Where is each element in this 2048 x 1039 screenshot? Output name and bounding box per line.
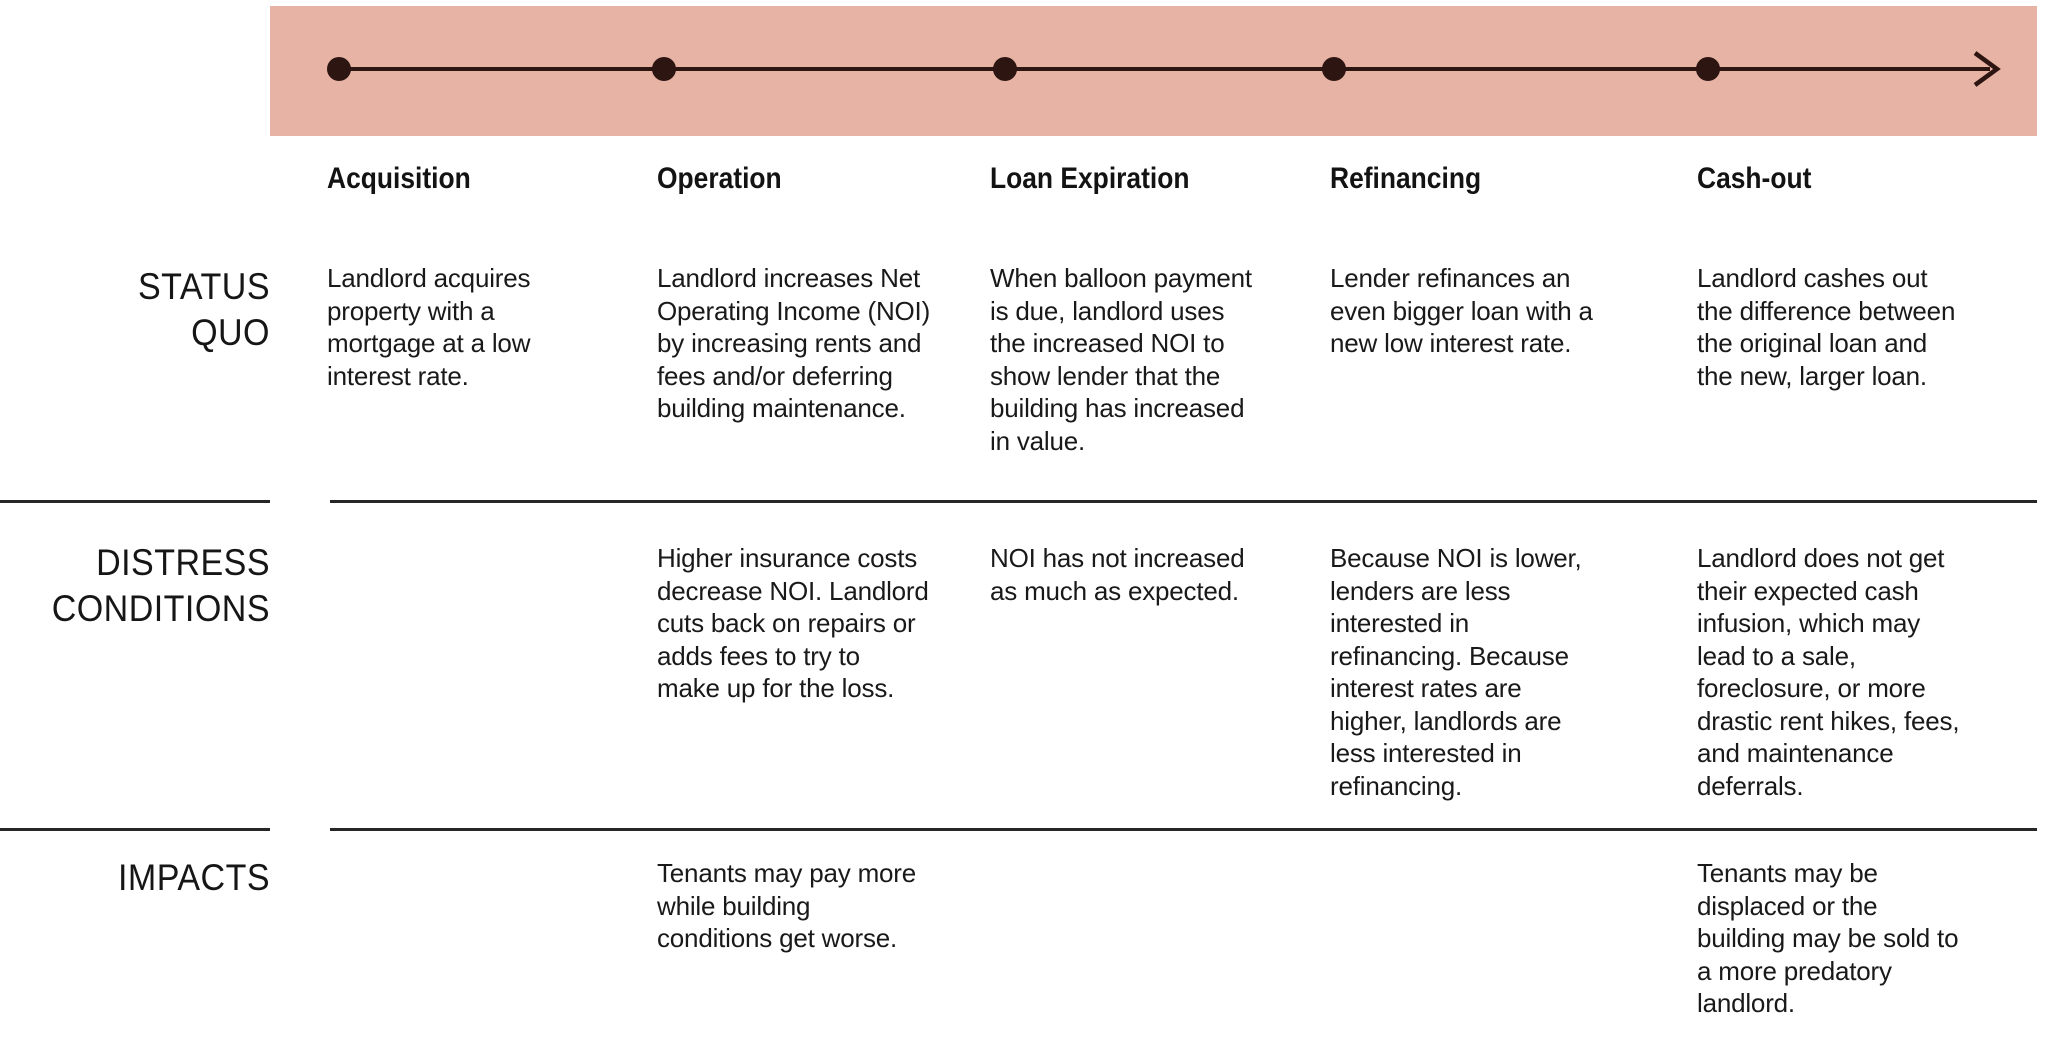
cell-distress-operation: Higher insurance costs decrease NOI. Lan… [657, 543, 929, 703]
column-header-operation: Operation [657, 162, 782, 195]
row-label-status-quo: STATUS QUO [138, 266, 270, 353]
cell-status-quo-loan-expiration: When balloon payment is due, landlord us… [990, 263, 1252, 456]
cell-status-quo-refinancing: Lender refinances an even bigger loan wi… [1330, 263, 1593, 358]
timeline-dot [652, 57, 676, 81]
column-header-refinancing: Refinancing [1330, 162, 1482, 195]
column-header-acquisition: Acquisition [327, 162, 471, 195]
cell-status-quo-acquisition: Landlord acquires property with a mortga… [327, 263, 531, 391]
cell-distress-refinancing: Because NOI is lower, lenders are less i… [1330, 543, 1582, 801]
row-divider [330, 500, 2037, 503]
cell-distress-cash-out: Landlord does not get their expected cas… [1697, 543, 1960, 801]
row-label-distress-conditions: DISTRESS CONDITIONS [51, 542, 271, 629]
cell-impacts-cash-out: Tenants may be displaced or the building… [1697, 858, 1959, 1018]
timeline-arrow-icon [1973, 51, 2001, 87]
timeline-dot [1322, 57, 1346, 81]
timeline-dot [993, 57, 1017, 81]
timeline-dot [1696, 57, 1720, 81]
column-header-cash-out: Cash-out [1697, 162, 1812, 195]
row-divider [0, 500, 270, 503]
column-header-loan-expiration: Loan Expiration [990, 162, 1190, 195]
cell-impacts-operation: Tenants may pay more while building cond… [657, 858, 917, 953]
cell-distress-loan-expiration: NOI has not increased as much as expecte… [990, 543, 1245, 606]
timeline-dot [327, 57, 351, 81]
row-divider [330, 828, 2037, 831]
cell-status-quo-cash-out: Landlord cashes out the difference betwe… [1697, 263, 1956, 391]
cell-status-quo-operation: Landlord increases Net Operating Income … [657, 263, 931, 423]
timeline-graphic [327, 51, 2001, 87]
row-divider [0, 828, 270, 831]
row-label-impacts: IMPACTS [117, 857, 270, 898]
